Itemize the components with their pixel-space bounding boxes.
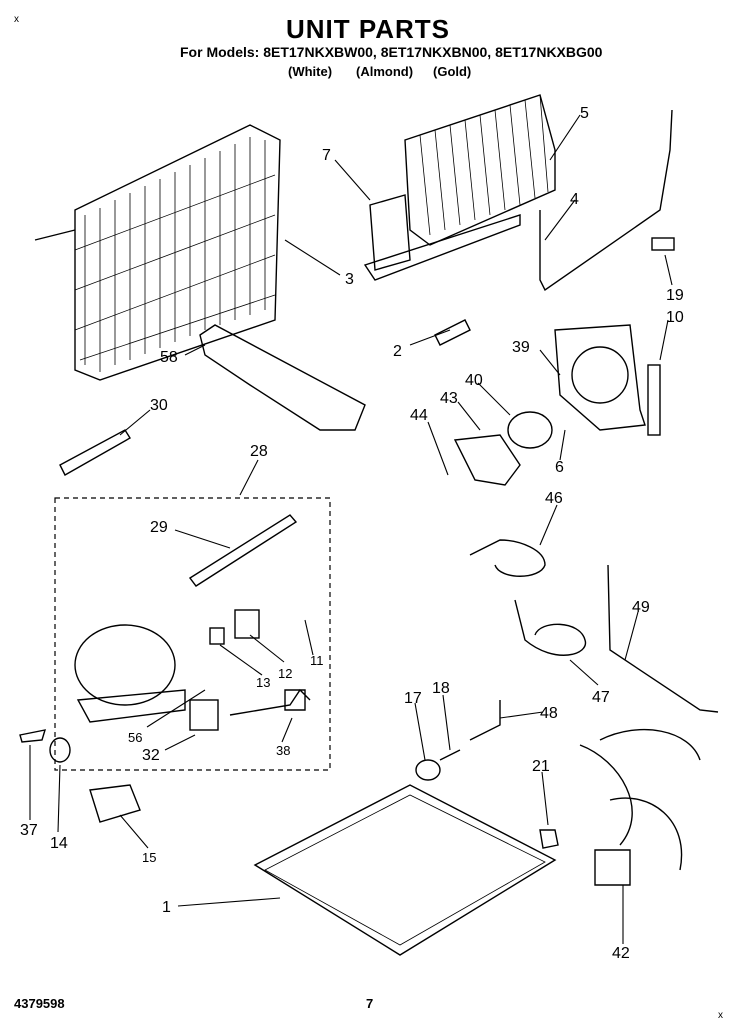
callout-17: 17: [404, 690, 422, 707]
callout-12: 12: [278, 666, 292, 681]
callout-46: 46: [545, 490, 563, 507]
tube-49: [607, 564, 719, 713]
callout-2: 2: [393, 343, 402, 360]
callout-19: 19: [666, 287, 684, 304]
callout-44: 44: [410, 407, 428, 424]
drain-pan: [199, 324, 366, 431]
callout-5: 5: [580, 105, 589, 122]
callout-18: 18: [432, 680, 450, 697]
color-gold: (Gold): [433, 64, 472, 79]
callout-21: 21: [532, 758, 550, 775]
terminal-19: [651, 237, 675, 251]
capacitor-32: [189, 699, 219, 731]
callout-37: 37: [20, 822, 38, 839]
clip-37: [19, 729, 47, 743]
condenser-assembly: [363, 94, 556, 281]
fan-motor: [453, 411, 553, 486]
page-number: 7: [366, 996, 374, 1011]
overload-13: [209, 627, 225, 645]
callout-38: 38: [276, 743, 290, 758]
callout-42: 42: [612, 945, 630, 962]
callout-11: 11: [310, 653, 324, 668]
color-almond: (Almond): [356, 64, 414, 79]
screw-18: [439, 749, 461, 761]
callout-47: 47: [592, 689, 610, 706]
callout-39: 39: [512, 339, 530, 356]
models-line: For Models: 8ET17NKXBW00, 8ET17NKXBN00, …: [180, 44, 603, 60]
wiring-harness: [579, 728, 701, 886]
callout-labels: 7 5 4 3 19 10 2 39 58 40 43 44 30 6 28 4…: [20, 105, 684, 962]
fan-shroud: [554, 324, 646, 431]
callout-40: 40: [465, 372, 483, 389]
corner-mark-top-left: x: [14, 14, 19, 25]
grommet-14: [49, 737, 71, 763]
callout-28: 28: [250, 443, 268, 460]
corner-mark-bottom-right: x: [718, 1010, 723, 1021]
page-title: UNIT PARTS: [285, 14, 451, 44]
harness-38: [229, 688, 311, 716]
callout-32: 32: [142, 747, 160, 764]
callout-6: 6: [555, 459, 564, 476]
base-pan: [253, 784, 557, 956]
strip-10: [647, 364, 661, 436]
thermistor: [59, 429, 131, 476]
tube-48: [469, 700, 501, 741]
suction-tube: [539, 109, 673, 292]
compressor-kit-box: [54, 497, 331, 771]
valve-15: [89, 784, 141, 823]
tube-46: [469, 539, 546, 577]
callout-48: 48: [540, 705, 558, 722]
callout-43: 43: [440, 390, 458, 407]
callout-56: 56: [128, 730, 142, 745]
callout-29: 29: [150, 519, 168, 536]
color-white: (White): [288, 64, 333, 79]
callout-58: 58: [160, 349, 178, 366]
grommet-2: [434, 319, 471, 346]
leader-lines: [29, 114, 673, 944]
callout-7: 7: [322, 147, 331, 164]
part-number: 4379598: [14, 996, 65, 1011]
callout-13: 13: [256, 675, 270, 690]
evaporator-coil: [34, 124, 281, 381]
callout-3: 3: [345, 271, 354, 288]
tube-47: [514, 599, 587, 656]
relay-12: [234, 609, 260, 639]
compressor: [74, 624, 186, 723]
callout-14: 14: [50, 835, 68, 852]
roller-17: [415, 759, 441, 781]
nut-21: [539, 829, 559, 849]
callout-30: 30: [150, 397, 168, 414]
callout-15: 15: [142, 850, 156, 865]
drier-29: [188, 514, 298, 587]
callout-1: 1: [162, 899, 171, 916]
callout-49: 49: [632, 599, 650, 616]
callout-4: 4: [570, 191, 579, 208]
callout-10: 10: [666, 309, 684, 326]
